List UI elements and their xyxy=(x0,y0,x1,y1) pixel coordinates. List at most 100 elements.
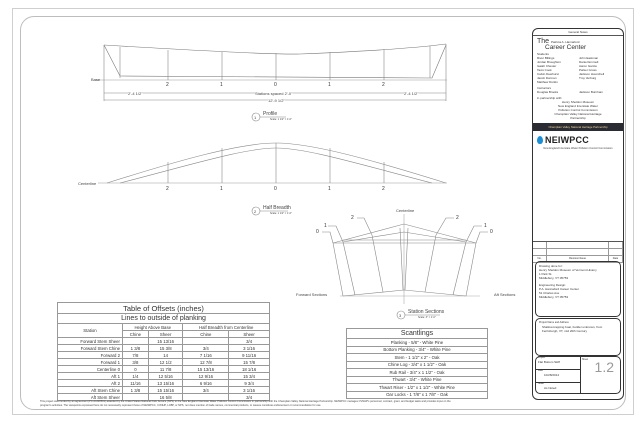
scantlings-title: Scantlings xyxy=(346,328,488,339)
group-header: Half Breadth from Centerline xyxy=(182,323,270,331)
scantling-row: Chine Log - 3/4" x 1 1/2" - Oak xyxy=(346,360,488,369)
student-name: Calvin Dewhurst xyxy=(537,72,559,76)
school-the: The xyxy=(537,38,550,45)
value-cell: 3/4 xyxy=(228,393,270,401)
student-name: Jacob Dorman xyxy=(537,76,557,80)
scantling-row: Planking - 5/8" - White Pine xyxy=(346,338,488,347)
student-name: Jordan Broughton xyxy=(537,60,561,64)
drawn-for-line: Middlebury, VT 05753 xyxy=(539,295,569,299)
value-cell xyxy=(182,393,230,401)
scantling-row: Rub Rail - 3/4" x 1 1/2" - Oak xyxy=(346,368,488,377)
student-name: Isaiah Chester xyxy=(537,64,557,68)
project-box: Project Name and Address Shallow-trappin… xyxy=(535,318,621,356)
project-no-value: Flat Bottom Skiff xyxy=(538,359,560,364)
sections-centerline-label: Centerline xyxy=(396,208,415,213)
date-label: Date xyxy=(538,370,543,372)
sheet-number: 1.2 xyxy=(594,359,614,375)
section-tag: 0 xyxy=(316,229,319,235)
value-cell: 0 xyxy=(121,365,149,373)
hb-station-label: 2 xyxy=(382,186,385,192)
project-label: Project Name and Address xyxy=(539,321,569,324)
value-cell: 12 7/8 xyxy=(182,358,230,366)
profile-station-label: 2 xyxy=(166,82,169,88)
rev-header-issue: Revision/Issue xyxy=(547,256,609,262)
partners-section: in partnership with: Henry Sheldon Museu… xyxy=(533,95,623,121)
students-label: Students xyxy=(537,52,549,56)
station-cell: Forward Stem Sheer xyxy=(57,337,123,345)
cvnhp-banner: Champlain Valley National Heritage Partn… xyxy=(533,123,623,131)
drawn-for-line: 1 Park St. xyxy=(539,272,553,276)
sub-header: Chine xyxy=(182,330,230,338)
value-cell: 14 xyxy=(147,351,184,359)
career-center: Career Center xyxy=(545,44,587,51)
station-cell: Forward 2 xyxy=(57,351,123,359)
rev-header-date: Date xyxy=(609,256,623,262)
scantling-row: Thwart Riser - 1/2" x 1 1/2" - White Pin… xyxy=(346,383,488,392)
value-cell: 11/16 xyxy=(121,379,149,387)
value-cell: 11 7/8 xyxy=(147,365,184,373)
value-cell: 6 9/16 xyxy=(182,379,230,387)
group-header: Height Above Base xyxy=(121,323,184,331)
dim-end-left: 2'-4 1/2" xyxy=(128,91,143,96)
value-cell xyxy=(121,393,149,401)
base-label: Base xyxy=(91,77,101,82)
funding-disclaimer: This project was funded by an agreement … xyxy=(40,400,540,407)
value-cell: 3 1/16 xyxy=(228,386,270,394)
student-name: Troy Verburg xyxy=(579,76,597,80)
instructor-name: Jackson Burnham xyxy=(579,90,604,94)
school-name: The Patricia A. Hannaford xyxy=(533,36,623,45)
sub-header: Sheer xyxy=(147,330,184,338)
drawn-for-box: Drawing done for: Henry Sheldon Museum o… xyxy=(535,261,621,317)
sub-header: Sheer xyxy=(228,330,270,338)
neiwpcc-subtitle: New England Interstate Water Pollution C… xyxy=(543,147,613,150)
view-number: 3 xyxy=(399,313,402,318)
value-cell: 3/8 xyxy=(121,358,149,366)
title-block: General Notes The Patricia A. Hannaford … xyxy=(532,28,624,400)
student-name: Parker Gross xyxy=(579,68,597,72)
hb-station-label: 1 xyxy=(328,186,331,192)
hb-station-label: 0 xyxy=(274,186,277,192)
station-header: Station xyxy=(57,323,123,338)
student-name: Aaron Garcia xyxy=(579,64,597,68)
section-tag: 2 xyxy=(456,215,459,221)
drawing-frame xyxy=(20,16,626,410)
value-cell: 9 11/16 xyxy=(228,351,270,359)
scantlings-table: Scantlings Planking - 5/8" - White Pine … xyxy=(346,328,488,399)
drawn-for-line: Engineering Design: xyxy=(539,283,567,287)
profile-station-label: 2 xyxy=(382,82,385,88)
profile-station-label: 0 xyxy=(274,82,277,88)
partner: Partnership xyxy=(570,116,586,120)
partnership-label: in partnership with: xyxy=(537,96,563,100)
footer-line: This project was funded by an agreement … xyxy=(40,400,451,403)
value-cell: 15 3/8 xyxy=(147,344,184,352)
drawn-for-line: 51 Charles Ave xyxy=(539,291,560,295)
neiwpcc-logo: NEIWPCC xyxy=(533,133,623,147)
scantling-row: Stem - 1 1/2" x 2" - Oak xyxy=(346,353,488,362)
school-small: Patricia A. Hannaford xyxy=(551,40,580,44)
station-cell: Centerline 0 xyxy=(57,365,123,373)
student-name: Daniel Emmell xyxy=(579,60,599,64)
value-cell: 13 15/16 xyxy=(147,379,184,387)
value-cell: 9 3/4 xyxy=(228,379,270,387)
project-description: Shallow-trapping boat, builder unknown, … xyxy=(542,325,603,333)
water-drop-icon xyxy=(537,136,543,144)
dim-end-right: 2'-4 1/2" xyxy=(404,91,419,96)
view-title-profile: Profile xyxy=(263,111,278,117)
value-cell: 15 3/4 xyxy=(228,372,270,380)
value-cell: 3/4 xyxy=(182,344,230,352)
dim-overall: 12'-9 1/2" xyxy=(268,98,285,103)
student-name: Tavis Cook xyxy=(537,68,552,72)
value-cell: 7 1/16 xyxy=(182,351,230,359)
value-cell: 1/4 xyxy=(121,372,149,380)
dim-stations: Stations spaced 2'-0" xyxy=(255,91,293,96)
value-cell: 1 3/8 xyxy=(121,386,149,394)
view-scale: Scale: 1 1/2" = 1'-0" xyxy=(270,118,292,121)
value-cell: 15 15/16 xyxy=(147,386,184,394)
